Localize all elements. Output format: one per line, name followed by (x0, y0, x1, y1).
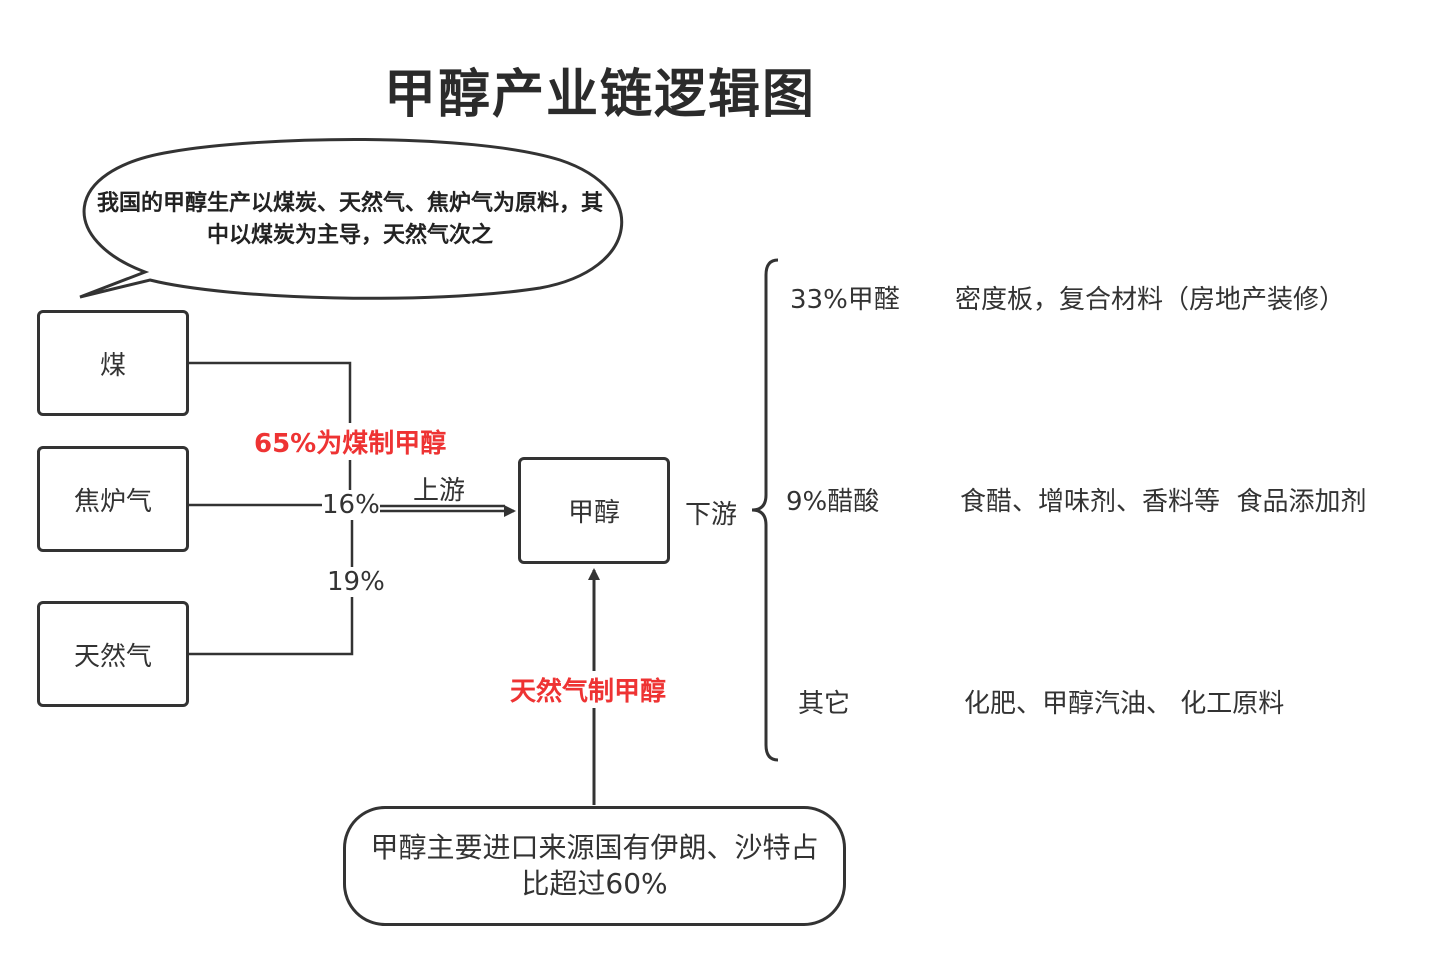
natural-gas-box: 天然气 (37, 601, 189, 707)
downstream-item-formaldehyde: 33%甲醛 (790, 285, 900, 315)
coal-label: 煤 (99, 350, 126, 381)
page-title: 甲醇产业链逻辑图 (383, 65, 816, 125)
coal-box: 煤 (37, 310, 189, 416)
natural-gas-share: 19% (327, 567, 385, 597)
coke-gas-share: 16% (322, 490, 380, 520)
coke-gas-box: 焦炉气 (37, 446, 189, 552)
downstream-item-other: 其它 (798, 689, 851, 719)
methanol-label: 甲醇 (567, 498, 620, 528)
downstream-use-acetic-acid: 食醋、增味剂、香料等 食品添加剂 (960, 487, 1367, 517)
upstream-label: 上游 (413, 476, 466, 506)
natural-gas-label: 天然气 (73, 641, 152, 672)
downstream-use-other: 化肥、甲醇汽油、 化工原料 (964, 689, 1285, 719)
downstream-brace (751, 258, 779, 762)
import-note-text: 甲醇主要进口来源国有伊朗、沙特占比超过60% (370, 831, 819, 900)
import-note-box: 甲醇主要进口来源国有伊朗、沙特占比超过60% (343, 806, 846, 926)
natural-gas-methanol-label: 天然气制甲醇 (510, 671, 667, 708)
coal-share-label: 65%为煤制甲醇 (254, 423, 447, 460)
downstream-label: 下游 (685, 500, 738, 530)
natural-gas-connector (189, 510, 354, 656)
downstream-item-acetic-acid: 9%醋酸 (786, 487, 880, 517)
downstream-use-formaldehyde: 密度板，复合材料（房地产装修） (955, 285, 1346, 315)
speech-bubble (79, 138, 624, 300)
methanol-box: 甲醇 (518, 457, 670, 564)
coke-gas-label: 焦炉气 (73, 486, 152, 517)
bubble-text: 我国的甲醇生产以煤炭、天然气、焦炉气为原料，其中以煤炭为主导，天然气次之 (96, 191, 603, 248)
